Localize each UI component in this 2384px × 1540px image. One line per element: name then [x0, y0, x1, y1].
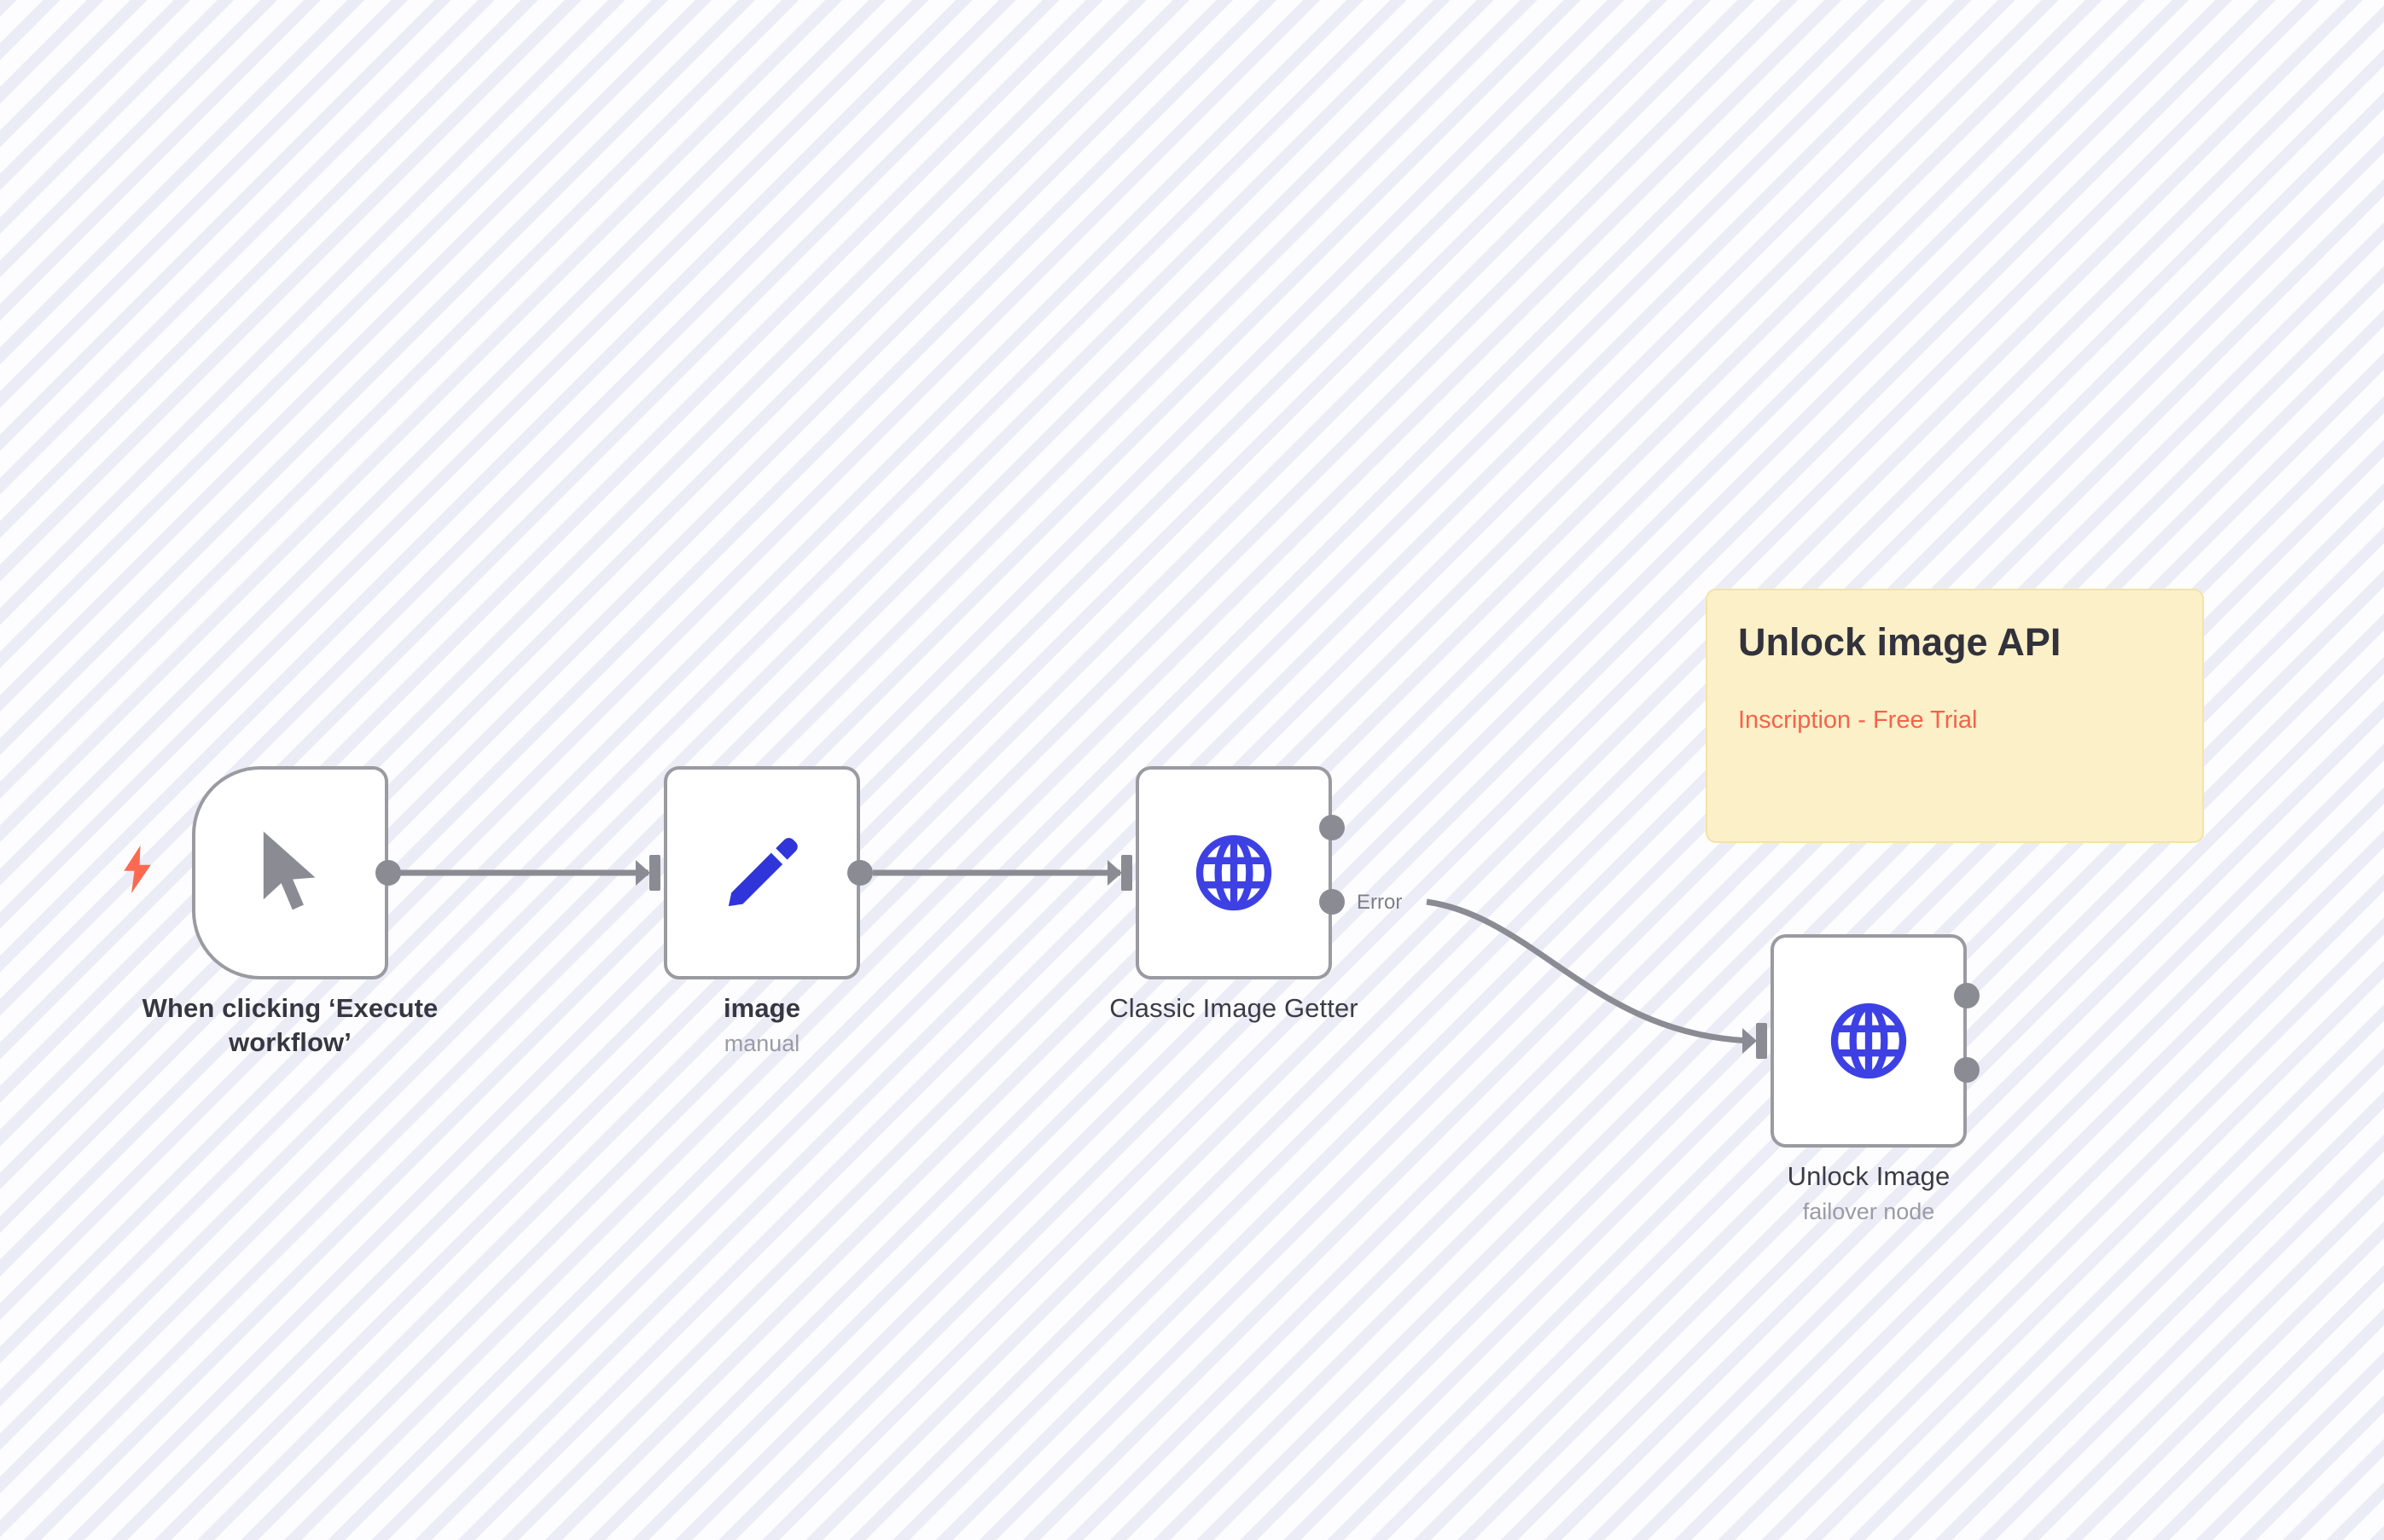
sticky-note-link[interactable]: Inscription - Free Trial	[1738, 706, 1978, 734]
output-dot-manual-trigger[interactable]	[375, 860, 401, 886]
sticky-note-unlock-image-api[interactable]: Unlock image API Inscription - Free Tria…	[1706, 589, 2204, 843]
output-dot-main-classic-image-getter[interactable]	[1319, 815, 1345, 840]
globe-icon	[1826, 998, 1911, 1084]
input-arrow-icon	[1742, 1028, 1757, 1054]
node-manual-trigger[interactable]	[192, 766, 388, 979]
pencil-icon	[719, 830, 805, 915]
input-arrow-icon	[636, 860, 650, 886]
output-dot-image[interactable]	[847, 860, 873, 886]
node-title-unlock-image: Unlock Image	[1787, 1161, 1951, 1191]
node-subtitle-unlock-image: failover node	[1802, 1198, 1935, 1224]
output-dot-secondary-unlock-image[interactable]	[1954, 1057, 1980, 1083]
trigger-bolt-icon	[119, 845, 155, 894]
globe-icon	[1191, 830, 1276, 915]
output-dot-main-unlock-image[interactable]	[1954, 983, 1980, 1008]
caption-image: image manual	[630, 991, 894, 1059]
output-dot-error-classic-image-getter[interactable]	[1319, 889, 1345, 915]
input-bar-icon	[649, 855, 660, 891]
node-unlock-image[interactable]	[1771, 934, 1967, 1148]
node-title-classic-image-getter: Classic Image Getter	[1109, 993, 1358, 1023]
input-arrow-icon	[1108, 860, 1122, 886]
caption-unlock-image: Unlock Image failover node	[1660, 1159, 2078, 1227]
input-port-unlock-image[interactable]	[1742, 1023, 1767, 1059]
node-classic-image-getter[interactable]	[1136, 766, 1332, 979]
sticky-note-title: Unlock image API	[1738, 620, 2061, 664]
mouse-pointer-icon	[253, 828, 327, 917]
edge-label-error: Error	[1357, 891, 1403, 914]
node-title-image: image	[723, 993, 801, 1023]
node-image[interactable]	[664, 766, 860, 979]
caption-classic-image-getter: Classic Image Getter	[1025, 991, 1443, 1026]
edge-error-to-unlock	[1426, 898, 1754, 1044]
node-subtitle-image: manual	[724, 1030, 800, 1056]
input-bar-icon	[1756, 1023, 1767, 1059]
node-title-manual-trigger: When clicking ‘Execute workflow’	[142, 993, 439, 1057]
input-port-image[interactable]	[636, 855, 660, 891]
caption-manual-trigger: When clicking ‘Execute workflow’	[81, 991, 499, 1059]
input-bar-icon	[1121, 855, 1132, 891]
input-port-classic-image-getter[interactable]	[1108, 855, 1132, 891]
